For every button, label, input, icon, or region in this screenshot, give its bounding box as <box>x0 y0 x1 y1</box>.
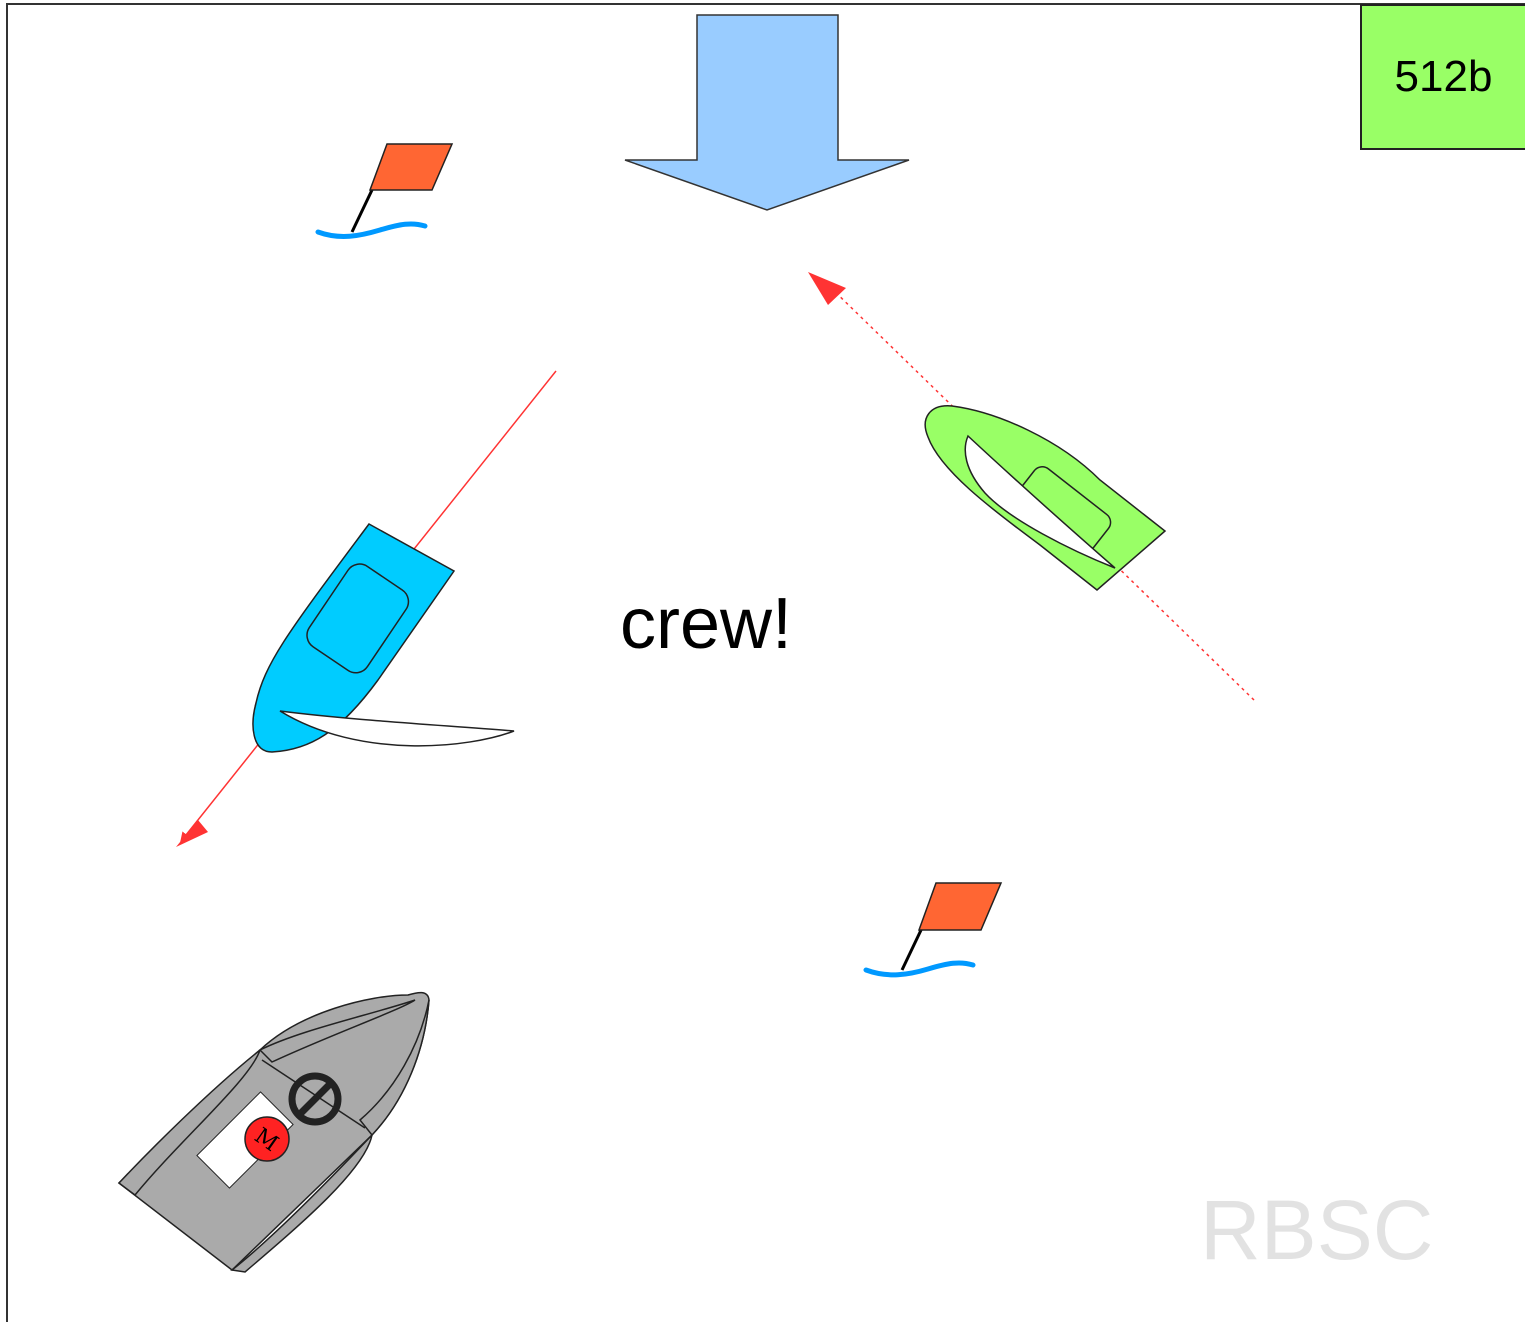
watermark-text: RBSC <box>1200 1183 1434 1277</box>
caption-text: crew! <box>620 584 793 664</box>
sailboat-icon <box>924 405 1167 591</box>
sailboat-icon <box>252 523 515 753</box>
steering-wheel-icon <box>288 1072 342 1126</box>
scenario-badge: 512b <box>1360 4 1525 150</box>
buoy-flag-icon <box>315 143 454 239</box>
motor-badge <box>244 1116 290 1162</box>
buoy-flag-icon <box>863 882 1003 978</box>
motor-boat-icon: M <box>117 991 430 1273</box>
diagram-frame <box>6 3 1525 1322</box>
green-boat-track <box>825 282 1255 701</box>
wind-arrow-icon <box>624 14 910 211</box>
